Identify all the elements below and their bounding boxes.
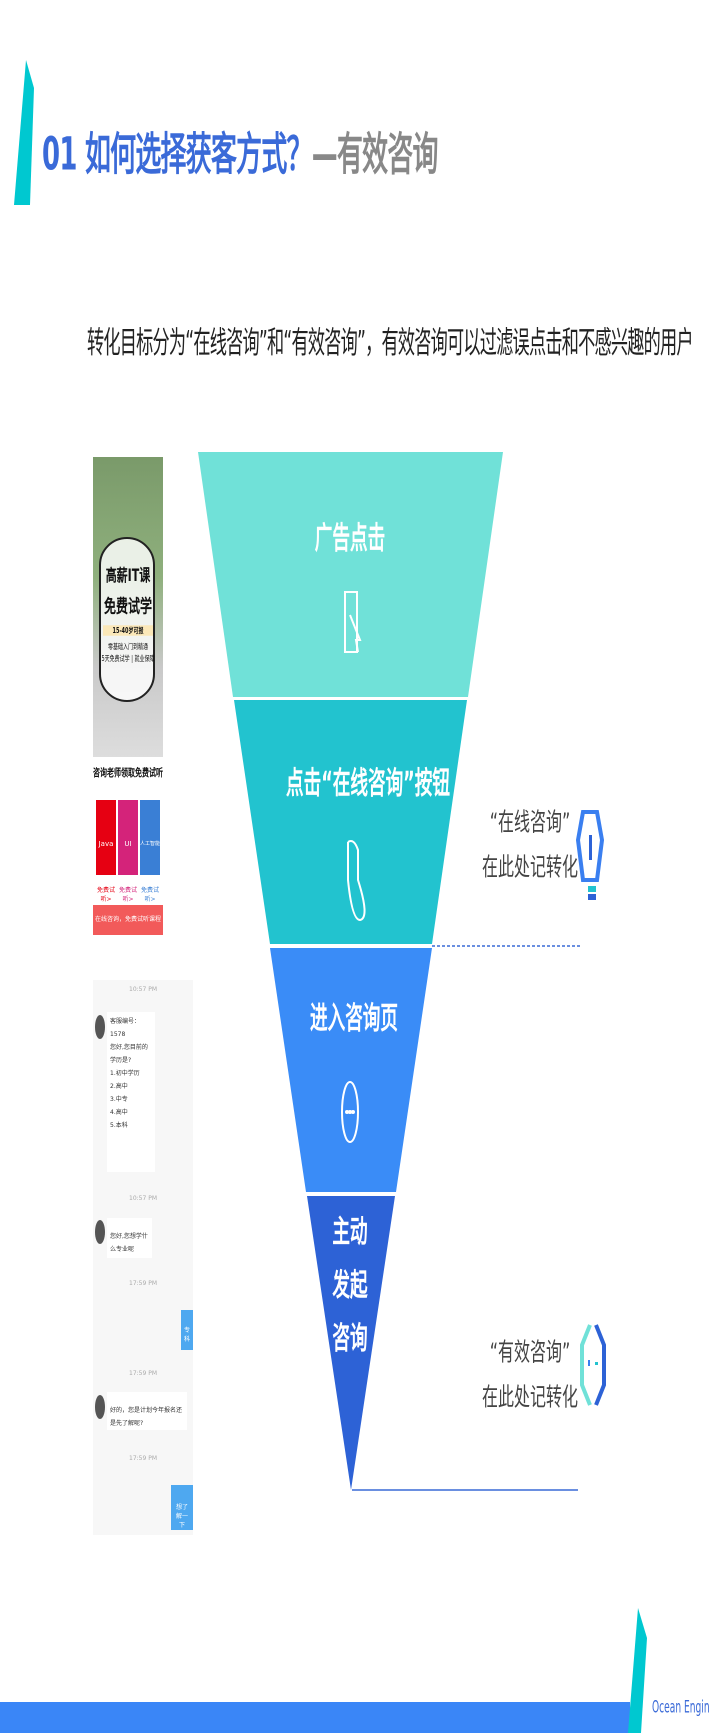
ad-line: 零基础入门到精通 (107, 642, 148, 652)
ad-tag: 15-40岁可报 (103, 625, 153, 636)
agent-avatar (95, 1015, 105, 1039)
timestamp: 17:59 PM (129, 1455, 157, 1462)
ad-headline-2: 免费试学 (103, 595, 152, 617)
bot-message: 您好,您想学什么专业呢 (107, 1218, 152, 1258)
chat-bubble-icon (341, 1081, 359, 1143)
subtitle: 转化目标分为“在线咨询”和“有效咨询”，有效咨询可以过滤误点击和不感兴趣的用户 (87, 326, 694, 362)
stage-label-enter-page: 进入咨询页 (310, 1002, 399, 1037)
ad-line: 5天免费试学 | 就业保障 (101, 654, 155, 664)
course-tile-java[interactable]: Java (96, 800, 116, 875)
course-tile-ai[interactable]: 人工智能 (140, 800, 160, 875)
ad-section-title: 咨询老师领取免费试听 (93, 767, 163, 779)
info-hexagon-icon (575, 810, 605, 900)
tile-link[interactable]: 免费试听> (118, 875, 138, 905)
title-accent-slash (14, 60, 34, 205)
funnel-stage-3 (270, 948, 432, 1192)
agent-avatar (95, 1220, 105, 1244)
ad-headline: 高薪IT课 (105, 566, 151, 586)
stage-label-click-consult: 点击“在线咨询”按钮 (286, 767, 450, 802)
tile-link[interactable]: 免费试听> (96, 875, 116, 905)
consult-cta-button[interactable]: 在线咨询，免费试听课程 (93, 905, 163, 935)
timestamp: 17:59 PM (129, 1280, 157, 1287)
annotation-valid-consult: “有效咨询”在此处记转化 (482, 1336, 578, 1412)
cursor-click-icon (344, 591, 362, 653)
page-title: 01 如何选择获客方式？—有效咨询 (42, 129, 438, 181)
timestamp: 10:57 PM (129, 986, 157, 993)
user-message: 想了解一下 (171, 1485, 193, 1530)
course-tile-ui[interactable]: UI (118, 800, 138, 875)
footer-accent-slash (628, 1608, 647, 1733)
funnel-stage-2 (234, 700, 467, 944)
ad-badge (99, 537, 155, 702)
stage-label-ad-click: 广告点击 (314, 522, 386, 557)
chat-hexagon-icon (580, 1324, 606, 1406)
footer-bar (0, 1702, 630, 1733)
timestamp: 17:59 PM (129, 1370, 157, 1377)
ad-preview-image: 高薪IT课 免费试学 15-40岁可报 零基础入门到精通 5天免费试学 | 就业… (93, 457, 163, 757)
funnel-stage-1 (198, 452, 503, 697)
bot-message: 好的，您是计划今年报名还是先了解呢? (107, 1392, 187, 1430)
hand-pointer-icon (347, 840, 366, 922)
funnel-stage-4 (307, 1196, 395, 1490)
brand-logo-text: Ocean Engine (652, 1698, 710, 1718)
agent-avatar (95, 1395, 105, 1419)
stage-label-initiate-consult: 主动发起咨询 (332, 1215, 368, 1357)
timestamp: 10:57 PM (129, 1195, 157, 1202)
annotation-online-consult: “在线咨询”在此处记转化 (482, 806, 578, 882)
tile-link[interactable]: 免费试听> (140, 875, 160, 905)
user-message: 专科 (181, 1310, 193, 1350)
